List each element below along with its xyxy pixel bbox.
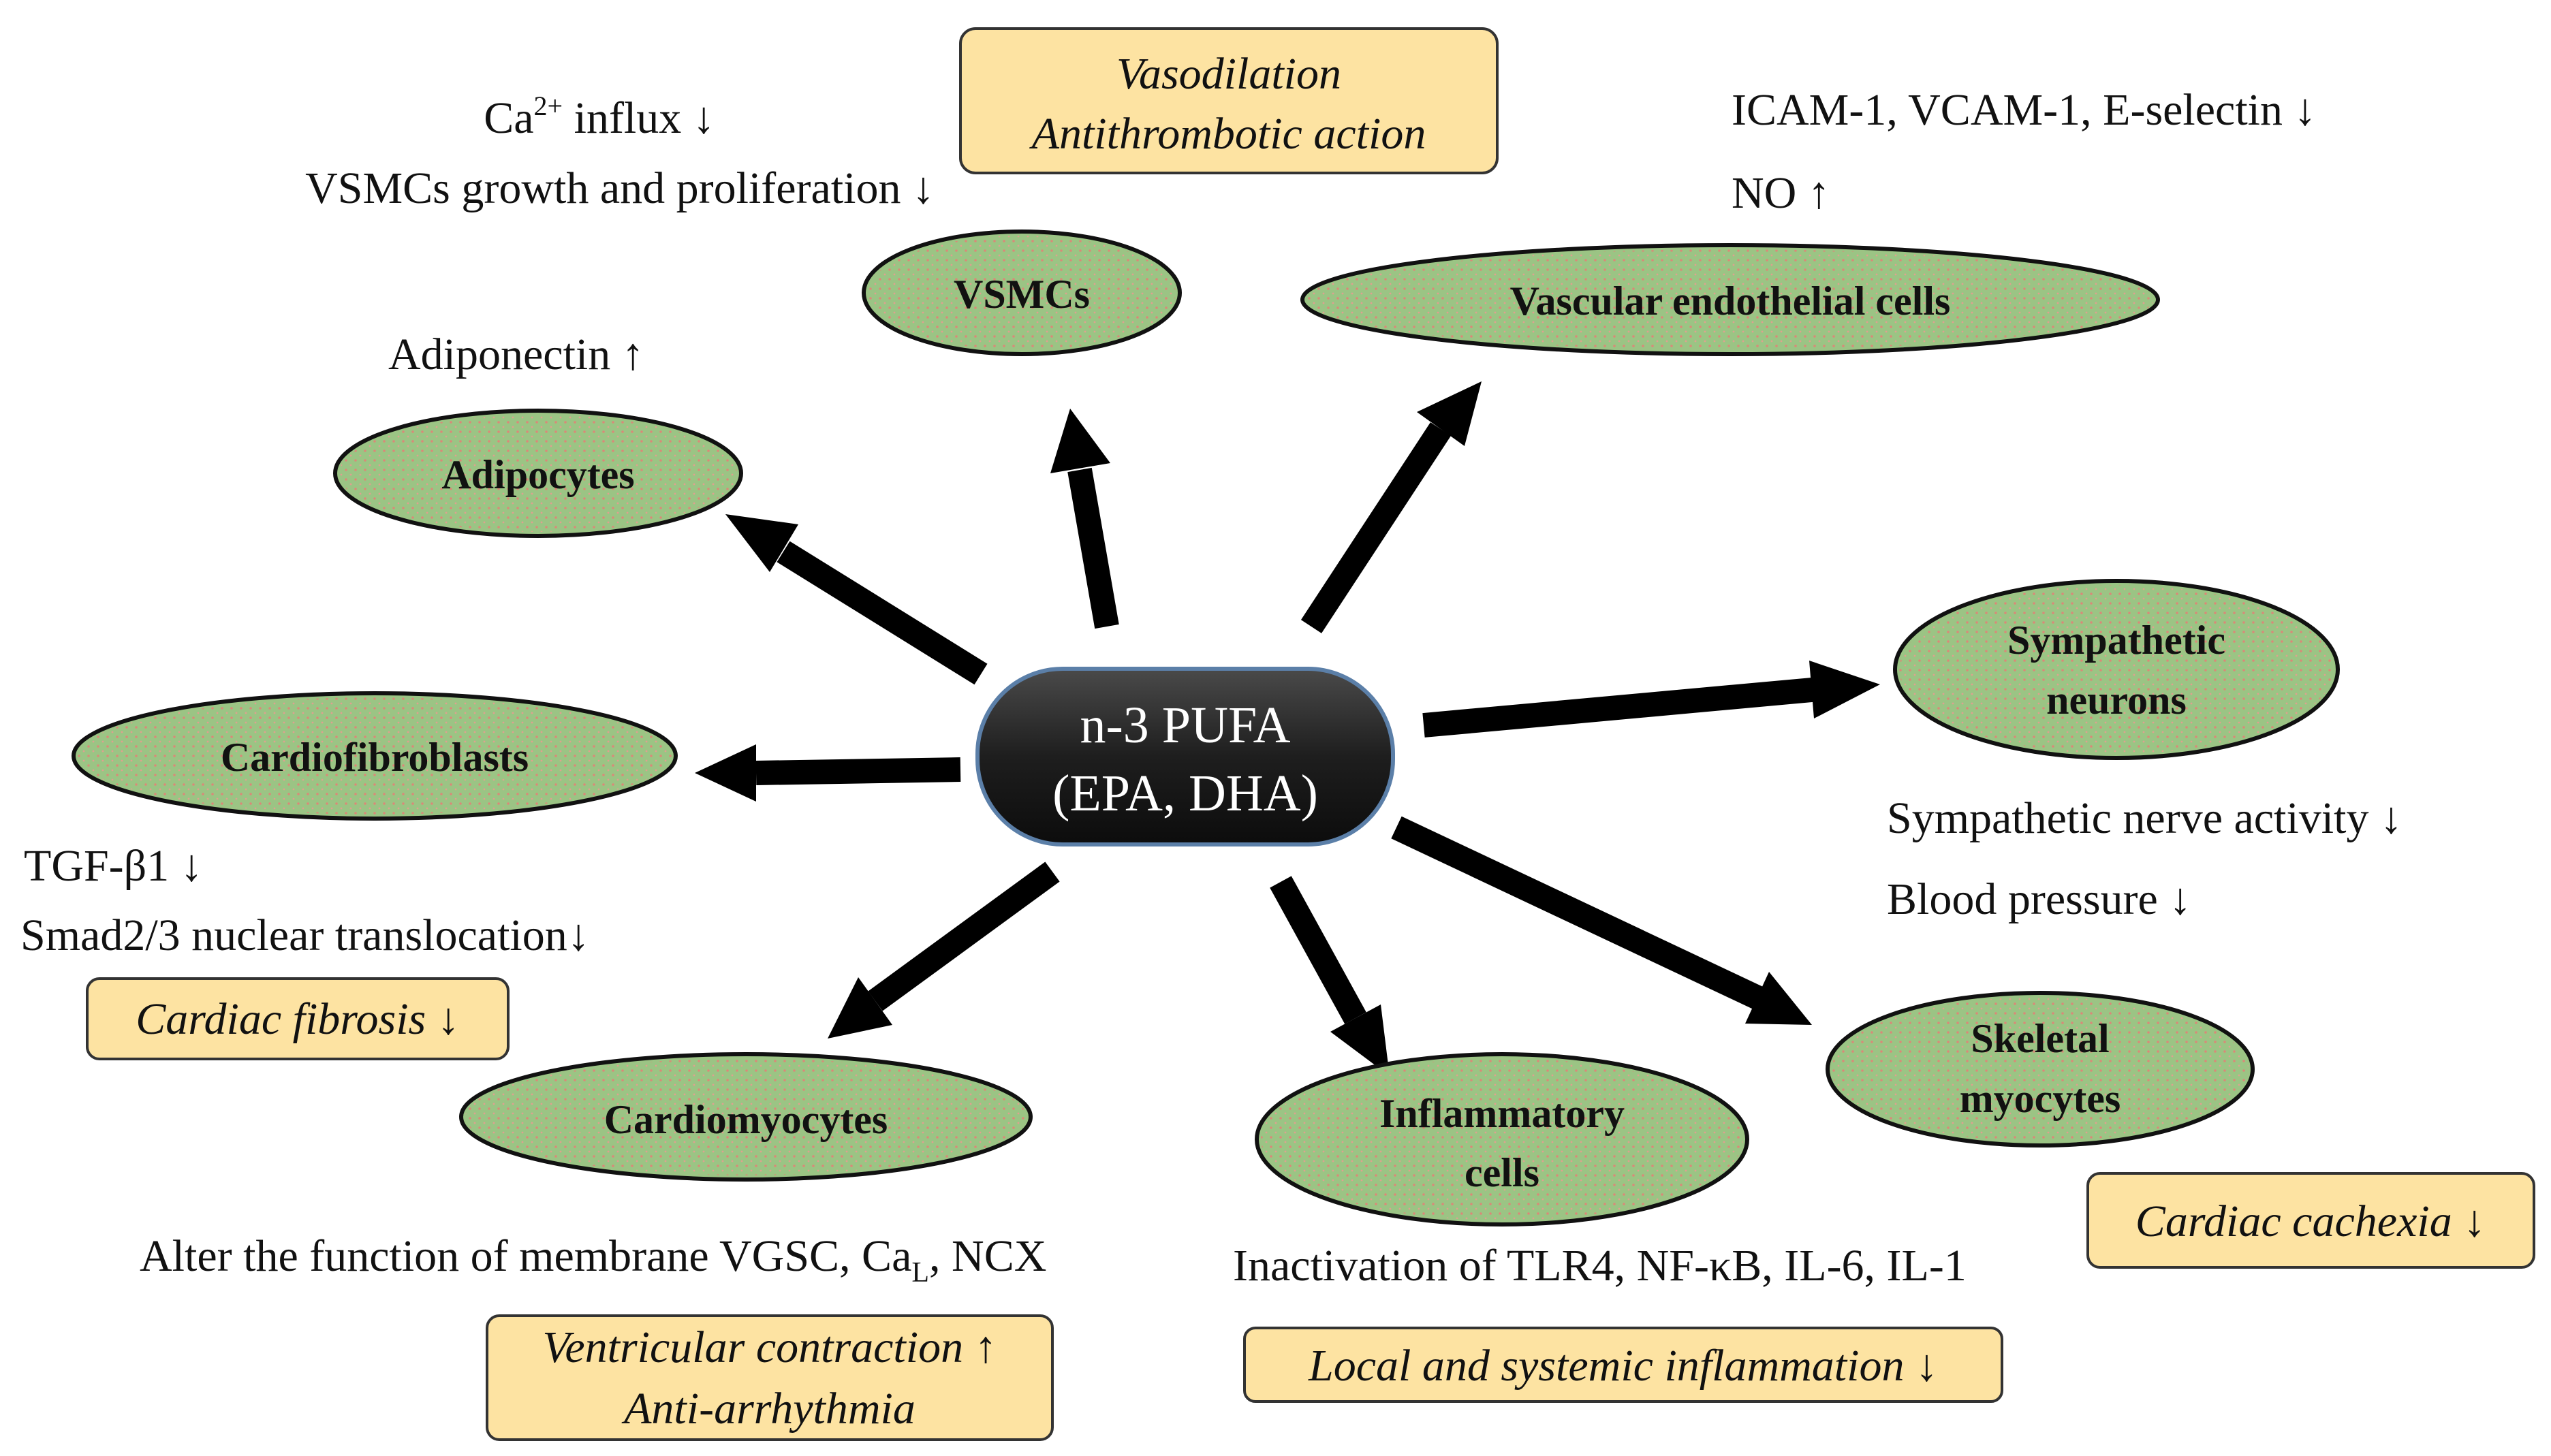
arrow-to-adipocytes xyxy=(725,514,988,685)
arrow-to-vsmcs xyxy=(1050,409,1119,629)
center-label-line1: n-3 PUFA xyxy=(1080,697,1291,754)
center-node-n3-pufa: n-3 PUFA (EPA, DHA) xyxy=(975,667,1395,846)
node-inflammatory-cells: Inflammatory cells xyxy=(1255,1052,1749,1226)
node-cardiofibroblasts: Cardiofibroblasts xyxy=(72,691,678,821)
node-label-sympathetic-line2: neurons xyxy=(2046,678,2187,723)
outcome-box-cardiomyocytes: Ventricular contraction ↑ Anti-arrhythmi… xyxy=(486,1314,1054,1441)
outcome-cardiac-fibrosis: Cardiac fibrosis ↓ xyxy=(136,994,460,1044)
node-sympathetic-neurons: Sympathetic neurons xyxy=(1893,579,2340,760)
node-vsmcs: VSMCs xyxy=(862,230,1182,356)
outcome-anti-arrhythmia: Anti-arrhythmia xyxy=(621,1384,915,1434)
node-label-vascular-endothelial: Vascular endothelial cells xyxy=(1510,279,1951,323)
arrow-to-vascular-endothelial xyxy=(1300,381,1482,633)
effect-inflammatory-inactivation: Inactivation of TLR4, NF-κB, IL-6, IL-1 xyxy=(1233,1241,1967,1291)
outcome-vasodilation: Vasodilation xyxy=(1116,49,1341,99)
effect-cardiomyocyte-membrane: Alter the function of membrane VGSC, CaL… xyxy=(140,1231,1046,1288)
outcome-box-cardiac-cachexia: Cardiac cachexia ↓ xyxy=(2086,1172,2535,1269)
node-label-cardiofibroblasts: Cardiofibroblasts xyxy=(221,735,529,780)
outcome-local-inflammation: Local and systemic inflammation ↓ xyxy=(1308,1341,1938,1391)
node-vascular-endothelial-cells: Vascular endothelial cells xyxy=(1300,243,2160,356)
effect-blood-pressure: Blood pressure ↓ xyxy=(1887,874,2191,924)
effect-sympathetic-activity: Sympathetic nerve activity ↓ xyxy=(1887,793,2403,843)
outcome-ventricular-contraction: Ventricular contraction ↑ xyxy=(542,1323,997,1372)
arrow-to-inflammatory-cells xyxy=(1270,876,1390,1076)
node-adipocytes: Adipocytes xyxy=(333,409,743,538)
effect-endothelial-no: NO ↑ xyxy=(1732,168,1830,218)
node-label-inflammatory-line1: Inflammatory xyxy=(1379,1091,1625,1136)
effect-adiponectin: Adiponectin ↑ xyxy=(388,330,644,379)
node-cardiomyocytes: Cardiomyocytes xyxy=(459,1052,1033,1182)
outcome-cardiac-cachexia: Cardiac cachexia ↓ xyxy=(2135,1197,2486,1246)
effect-endothelial-adhesion: ICAM-1, VCAM-1, E-selectin ↓ xyxy=(1732,85,2317,135)
effect-smad-translocation: Smad2/3 nuclear translocation↓ xyxy=(20,911,590,960)
arrow-to-cardiomyocytes xyxy=(828,861,1060,1039)
outcome-box-cardiac-fibrosis: Cardiac fibrosis ↓ xyxy=(86,977,510,1060)
node-label-sympathetic-line1: Sympathetic xyxy=(2007,618,2225,663)
node-label-adipocytes: Adipocytes xyxy=(441,452,634,497)
node-label-skeletal-line2: myocytes xyxy=(1960,1076,2121,1121)
node-label-cardiomyocytes: Cardiomyocytes xyxy=(604,1097,888,1142)
arrow-to-cardiofibroblasts xyxy=(695,744,961,802)
outcome-box-inflammation: Local and systemic inflammation ↓ xyxy=(1243,1327,2003,1403)
arrow-to-sympathetic-neurons xyxy=(1422,661,1880,738)
effect-tgf-beta1: TGF-β1 ↓ xyxy=(24,841,203,891)
center-label-line2: (EPA, DHA) xyxy=(1052,765,1318,822)
node-label-skeletal-line1: Skeletal xyxy=(1971,1016,2109,1061)
effect-vsmcs-growth: VSMCs growth and proliferation ↓ xyxy=(305,163,935,213)
node-skeletal-myocytes: Skeletal myocytes xyxy=(1826,991,2255,1148)
node-label-vsmcs: VSMCs xyxy=(954,272,1090,317)
effect-ca-influx: Ca2+ influx ↓ xyxy=(484,91,715,143)
arrow-to-skeletal-myocytes xyxy=(1391,816,1812,1025)
node-label-inflammatory-line2: cells xyxy=(1465,1150,1539,1195)
outcome-antithrombotic: Antithrombotic action xyxy=(1029,109,1426,159)
outcome-box-vascular: Vasodilation Antithrombotic action xyxy=(959,27,1499,174)
